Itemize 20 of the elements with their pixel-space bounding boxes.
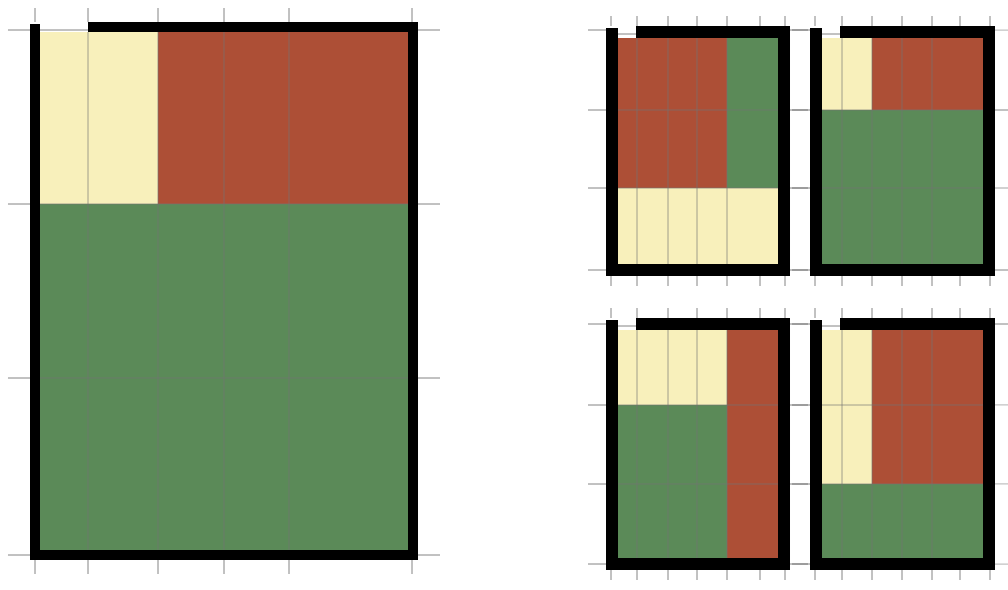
color-region [822, 38, 872, 110]
color-region [872, 330, 983, 484]
color-region [618, 38, 727, 188]
color-region [40, 204, 408, 550]
color-region [158, 32, 408, 204]
color-region [618, 405, 727, 558]
color-region [822, 110, 983, 264]
color-region [727, 38, 778, 188]
color-region [727, 330, 778, 558]
color-region [822, 484, 983, 558]
color-region [822, 330, 872, 484]
color-region [618, 330, 727, 405]
color-region [872, 38, 983, 110]
color-region [40, 32, 158, 204]
panel-frame [605, 318, 790, 570]
panel-frame [605, 26, 790, 276]
panel-frame [809, 26, 995, 276]
color-region [618, 188, 778, 264]
panel-frame [809, 318, 995, 570]
panel-frame [29, 22, 418, 560]
